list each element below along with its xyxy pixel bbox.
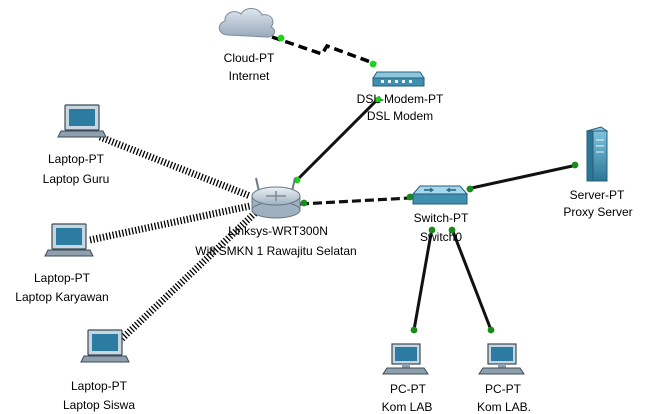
switch-icon	[411, 185, 469, 205]
port-dot	[277, 34, 285, 42]
node-type-label: Cloud-PT	[224, 51, 275, 65]
node-name-label: Wifi SMKN 1 Rawajitu Selatan	[195, 244, 356, 258]
port-dot	[466, 185, 474, 193]
wireless-link-laptop-guru	[98, 133, 252, 200]
laptop-icon	[44, 223, 94, 257]
port-dot	[410, 326, 418, 334]
node-type-label: PC-PT	[485, 382, 522, 396]
wireless-router-icon	[251, 177, 301, 219]
port-indicators	[277, 34, 579, 334]
node-name-label: Internet	[229, 69, 270, 83]
link-switch-pc2[interactable]	[450, 228, 493, 331]
port-dot	[487, 326, 495, 334]
pc-icon	[382, 343, 429, 375]
node-type-label: Laptop-PT	[71, 379, 128, 393]
links-layer	[89, 35, 578, 353]
pc-icon	[478, 343, 525, 375]
node-name-label: Proxy Server	[563, 205, 632, 219]
node-type-label: PC-PT	[390, 382, 427, 396]
node-type-label: Switch-PT	[414, 211, 469, 225]
wireless-link-laptop-karyawan	[89, 202, 251, 244]
wireless-link-laptop-siswa	[107, 210, 258, 353]
node-name-label: Kom LAB	[382, 400, 433, 414]
link-switch-pc1[interactable]	[412, 227, 434, 331]
node-type-label: Laptop-PT	[48, 152, 105, 166]
laptop-icon	[57, 104, 107, 138]
node-wireless-router[interactable]: Linksys-WRT300N Wifi SMKN 1 Rawajitu Sel…	[195, 177, 357, 258]
node-type-label: Server-PT	[570, 188, 625, 202]
port-dot	[374, 96, 382, 104]
node-switch[interactable]: Switch-PT Switch0	[411, 185, 469, 244]
cloud-icon	[218, 8, 276, 38]
node-type-label: Laptop-PT	[34, 271, 91, 285]
node-server[interactable]: Server-PT Proxy Server	[563, 126, 633, 219]
laptop-icon	[80, 329, 130, 363]
node-pc-kom-lab[interactable]: PC-PT Kom LAB	[382, 343, 433, 414]
port-dot	[428, 226, 436, 234]
node-name-label: Kom LAB.	[477, 400, 531, 414]
node-laptop-karyawan[interactable]: Laptop-PT Laptop Karyawan	[15, 223, 109, 304]
link-router-switch[interactable]	[299, 196, 411, 206]
port-dot	[571, 161, 579, 169]
link-switch-server[interactable]	[466, 163, 578, 191]
port-dot	[406, 193, 414, 201]
node-name-label: Laptop Karyawan	[15, 290, 108, 304]
port-dot	[448, 226, 456, 234]
serial-link-cloud-modem[interactable]	[271, 35, 377, 66]
modem-icon	[372, 71, 425, 87]
node-type-label: Linksys-WRT300N	[228, 224, 328, 238]
node-name-label: Laptop Siswa	[63, 398, 135, 412]
node-laptop-guru[interactable]: Laptop-PT Laptop Guru	[43, 104, 110, 186]
server-icon	[585, 126, 609, 182]
port-dot	[369, 60, 377, 68]
node-dsl-modem[interactable]: DSL-Modem-PT DSL Modem	[357, 71, 444, 123]
node-name-label: Switch0	[420, 230, 462, 244]
node-name-label: Laptop Guru	[43, 172, 110, 186]
node-type-label: DSL-Modem-PT	[357, 92, 444, 106]
link-modem-router[interactable]	[294, 95, 382, 183]
node-pc-kom-lab-2[interactable]: PC-PT Kom LAB.	[477, 343, 531, 414]
port-dot	[300, 199, 308, 207]
node-name-label: DSL Modem	[367, 109, 433, 123]
node-cloud[interactable]: Cloud-PT Internet	[218, 8, 276, 83]
node-laptop-siswa[interactable]: Laptop-PT Laptop Siswa	[63, 329, 135, 412]
